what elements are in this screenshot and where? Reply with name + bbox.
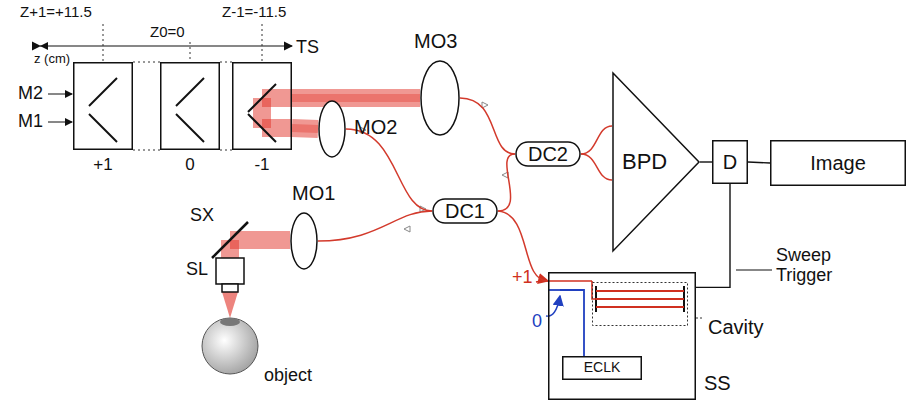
- mirror-frame: -1: [232, 62, 292, 150]
- position-lines: [103, 24, 262, 150]
- focused-beam: [222, 292, 238, 318]
- node-label: Cavity: [708, 316, 764, 338]
- part-label: Z0=0: [150, 24, 185, 41]
- microscope-objective: MO1: [290, 212, 318, 270]
- mirror: [89, 78, 276, 142]
- microscope-objective: MO3: [420, 60, 460, 136]
- clock-box: ECLK: [562, 356, 642, 380]
- signal-wire: [700, 162, 712, 163]
- shape-outline: [420, 60, 460, 136]
- optical-fiber: [346, 129, 432, 211]
- image-box: Image: [770, 140, 906, 186]
- mirror-frame: +1: [73, 62, 133, 150]
- beam: [262, 98, 292, 128]
- node-label: MO1: [292, 182, 335, 204]
- mirror-frame: 0: [160, 62, 220, 150]
- shape-outline: [318, 100, 346, 158]
- node-label: ECLK: [562, 356, 642, 380]
- part-label: Z-1=-11.5: [222, 4, 286, 21]
- node-label: D: [712, 140, 748, 184]
- digitizer-box: D: [712, 140, 748, 184]
- directional-coupler: DC1: [432, 198, 498, 224]
- light-beam: [292, 128, 318, 129]
- part-label: SL: [186, 260, 208, 280]
- optical-fiber: [498, 154, 515, 211]
- scan-lens: [216, 258, 244, 284]
- node-label: MO2: [354, 116, 397, 138]
- part-label: SX: [190, 206, 214, 226]
- directional-coupler: DC2: [515, 141, 581, 167]
- node-label: MO3: [414, 30, 457, 52]
- part-label: +1: [512, 268, 533, 288]
- part-label: 0: [532, 312, 542, 332]
- shape-outline: [592, 282, 688, 326]
- part-label: Sweep Trigger: [776, 246, 860, 286]
- shape-outline: [160, 62, 220, 150]
- optical-fiber: [318, 211, 432, 241]
- node-label: DC2: [515, 141, 581, 167]
- shape-outline: [548, 272, 696, 400]
- part-label: object: [264, 366, 312, 386]
- shape-outline: [73, 62, 133, 150]
- cavity-lines: [536, 281, 704, 356]
- swept-source-box: SSCavityECLK: [548, 272, 696, 400]
- object-eye: [220, 318, 240, 326]
- scan-lens: [222, 284, 238, 292]
- light-beam: [292, 98, 420, 99]
- node-label: SS: [704, 372, 731, 394]
- part-label: M2: [18, 84, 43, 104]
- object-eye: [202, 318, 258, 374]
- signal-wire: [696, 184, 730, 287]
- leader-line: [736, 269, 772, 270]
- node-label: BPD: [622, 150, 667, 174]
- node-label: -1: [232, 156, 292, 175]
- shape-outline: [232, 62, 292, 150]
- part-label: Z+1=+11.5: [20, 4, 92, 21]
- cavity-region: Cavity: [592, 282, 688, 326]
- signal-wire: [748, 162, 770, 163]
- node-label: DC1: [432, 198, 498, 224]
- leader-line: [48, 122, 72, 123]
- scanner-mirror: [212, 222, 248, 258]
- node-label: +1: [73, 156, 133, 175]
- beam: [230, 240, 290, 258]
- shape-outline: [290, 212, 318, 270]
- optical-fiber: [460, 98, 515, 154]
- z-axis: [40, 45, 292, 46]
- node-label: Image: [770, 140, 906, 186]
- part-label: z (cm): [34, 52, 70, 66]
- leader-line: [48, 94, 72, 95]
- part-label: M1: [18, 112, 43, 132]
- microscope-objective: MO2: [318, 100, 346, 158]
- balanced-photodetector: BPD: [612, 72, 700, 252]
- part-label: TS: [296, 38, 319, 58]
- node-label: 0: [160, 156, 220, 175]
